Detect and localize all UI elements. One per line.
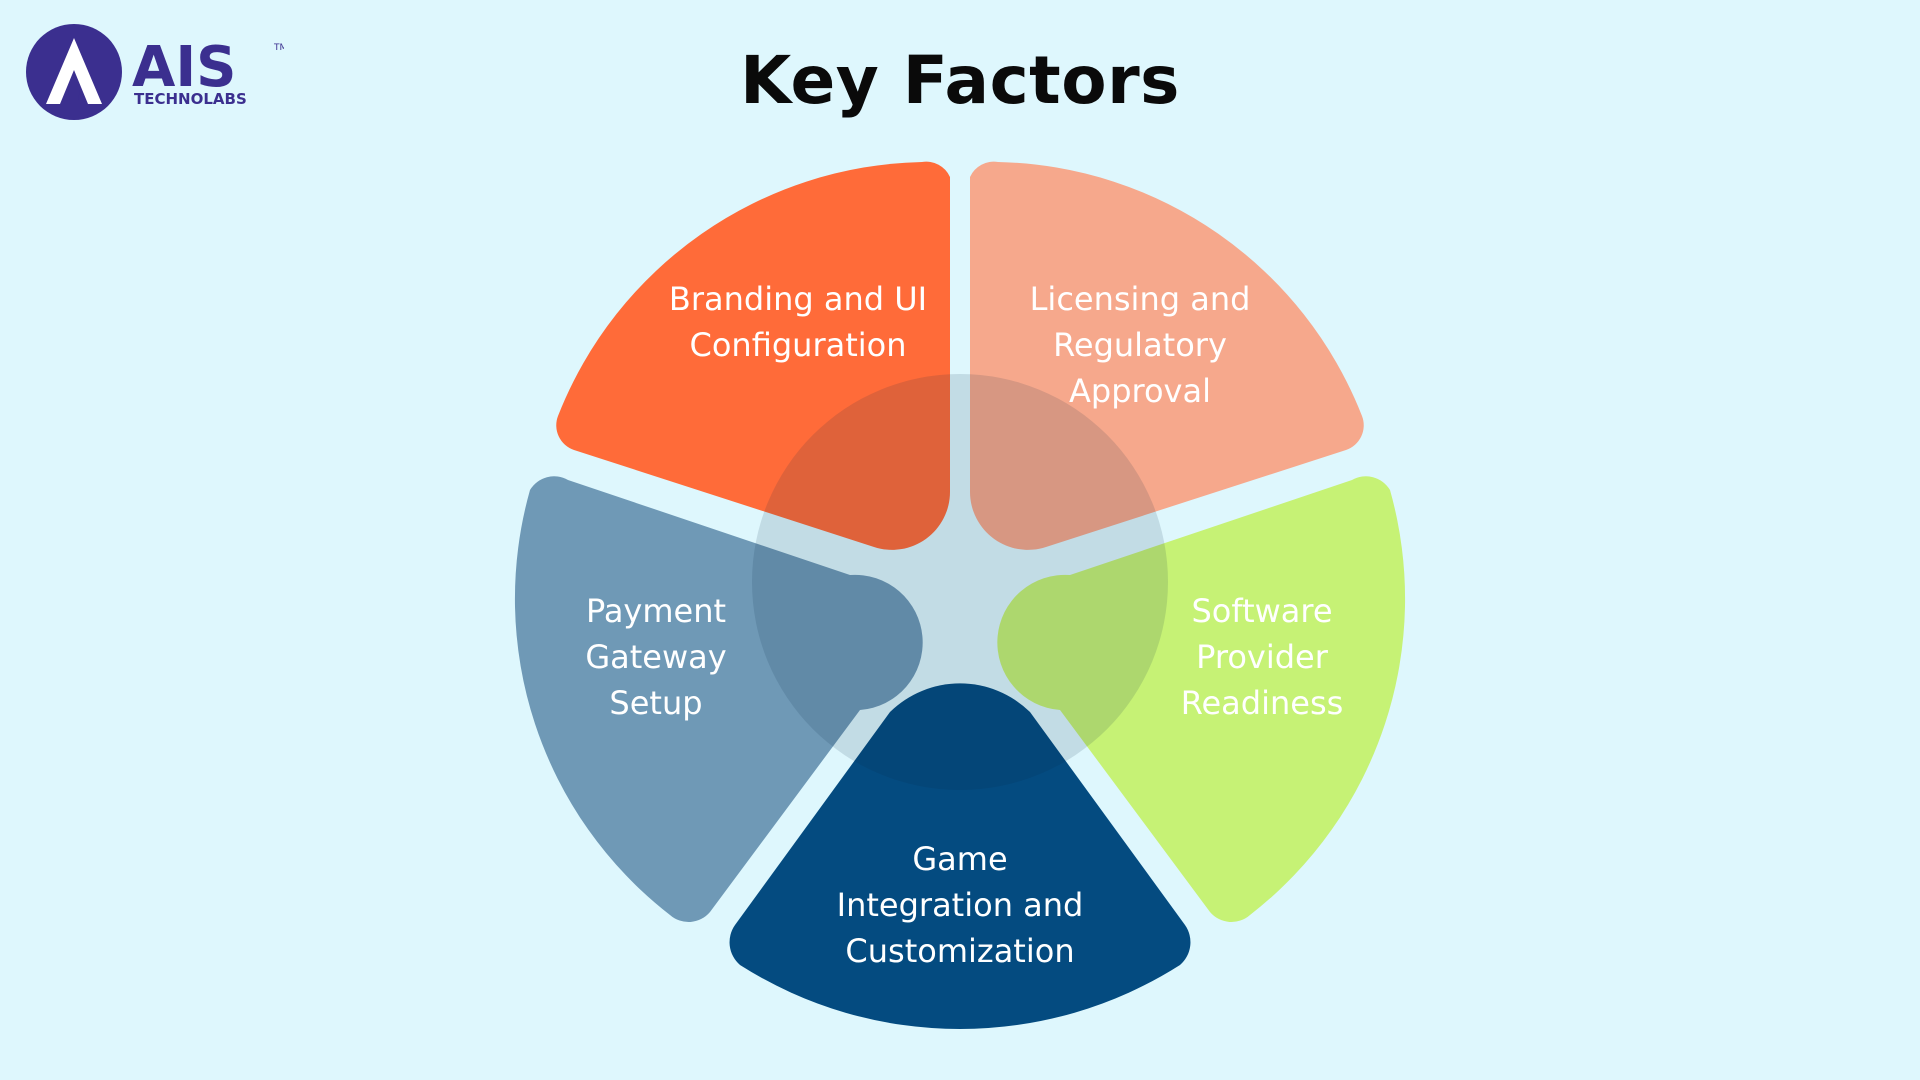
segment-label-line: Branding and UI [669,280,927,318]
segment-label-line: Customization [845,932,1074,970]
segment-branding-label: Branding and UI Configuration [669,280,927,364]
segment-label-line: Readiness [1181,684,1344,722]
logo-tagline: TECHNOLABS [134,90,247,108]
segment-label-line: Software [1191,592,1332,630]
segment-label-line: Game [912,840,1007,878]
center-overlay-circle [752,374,1168,790]
segment-label-line: Configuration [689,326,906,364]
segment-label-line: Regulatory [1053,326,1227,364]
segment-branding: Branding and UI Configuration [556,161,950,550]
segment-label-line: Setup [609,684,702,722]
segment-label-line: Payment [586,592,726,630]
page-title: Key Factors [740,42,1180,119]
segment-label-line: Licensing and [1030,280,1251,318]
segment-label-line: Gateway [585,638,726,676]
segment-label-line: Integration and [837,886,1084,924]
segment-label-line: Provider [1196,638,1329,676]
logo-trademark: TM [273,43,284,53]
logo-brand-text: AIS [132,35,237,100]
brand-logo: AIS TM TECHNOLABS [26,24,284,120]
segment-label-line: Approval [1069,372,1211,410]
